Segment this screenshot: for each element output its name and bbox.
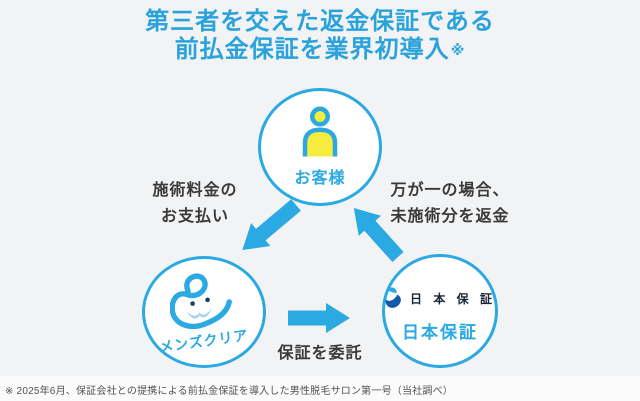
node-guarantor: 日 本 保 証 日本保証 — [382, 254, 498, 368]
node-customer: お客様 — [258, 88, 382, 206]
footnote-text: ※ 2025年6月、保証会社との提携による前払金保証を導入した男性脱毛サロン第一… — [5, 386, 453, 397]
customer-label: お客様 — [294, 170, 346, 187]
guarantor-label: 日本保証 — [402, 323, 478, 342]
footnote-reference-mark: ※ — [450, 42, 466, 58]
page-title-line1: 第三者を交えた返金保証である — [145, 8, 495, 35]
mensclear-label: メンズクリア — [158, 326, 250, 356]
nihon-hosho-logo-icon — [385, 287, 401, 308]
nihon-hosho-logo: 日 本 保 証 — [384, 285, 496, 311]
page-title-line2: 前払金保証を業界初導入※ — [174, 36, 466, 63]
mensclear-logo-icon — [170, 273, 232, 329]
entrust-arrow-icon — [288, 303, 350, 333]
refund-flow-label-line1: 万が一の場合、 — [390, 182, 510, 199]
refund-flow-label: 万が一の場合、 未施術分を返金 — [372, 178, 528, 230]
person-icon — [302, 106, 338, 157]
footnote-strip — [0, 376, 640, 401]
payment-flow-label-line1: 施術料金の — [152, 182, 238, 199]
payment-flow-label: 施術料金の お支払い — [125, 178, 265, 230]
refund-flow-label-line2: 未施術分を返金 — [390, 208, 510, 225]
node-mensclear: メンズクリア — [142, 256, 266, 368]
nihon-hosho-logo-text: 日 本 保 証 — [410, 291, 497, 306]
payment-flow-label-line2: お支払い — [160, 208, 229, 225]
entrust-flow-label: 保証を委託 — [277, 345, 363, 362]
page-title: 第三者を交えた返金保証である 前払金保証を業界初導入※ — [0, 8, 640, 64]
